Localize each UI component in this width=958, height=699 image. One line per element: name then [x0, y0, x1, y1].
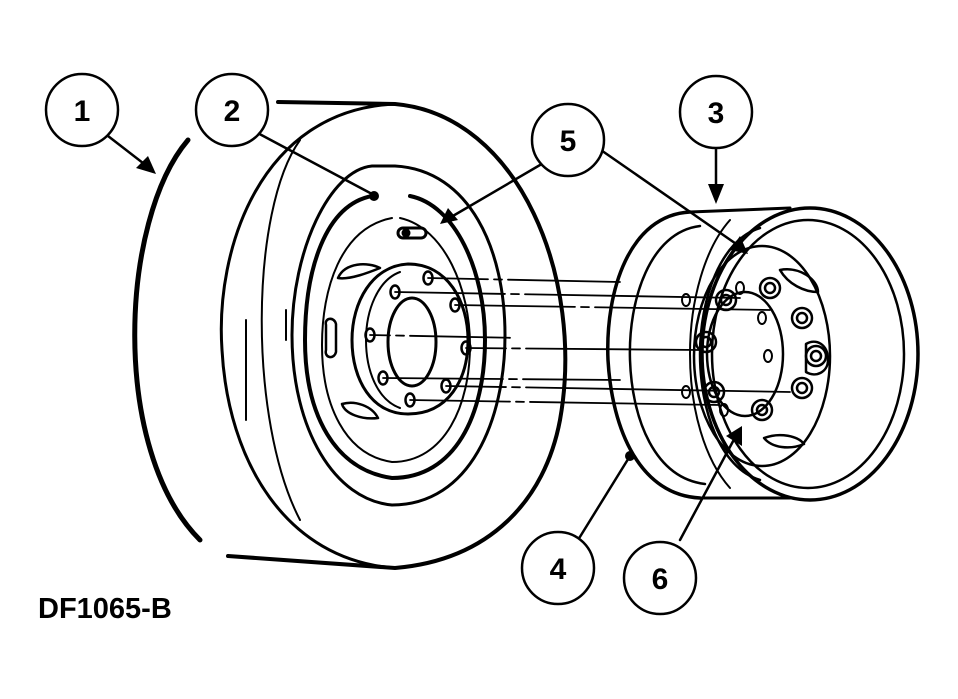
back-rim-outer [606, 210, 702, 500]
callout-label-6: 6 [652, 563, 669, 596]
dot-2 [369, 191, 379, 201]
callout-circle-2 [194, 72, 270, 148]
arrowhead-6 [726, 426, 742, 446]
wheel-slot-1 [778, 268, 820, 294]
callout-circle-1 [44, 72, 120, 148]
callout-lines [106, 128, 744, 542]
hub-center-bore [386, 296, 438, 388]
lug-nuts [694, 276, 828, 422]
callout-arrowheads [136, 156, 748, 461]
figure-id-label: DF1065-B [38, 593, 172, 625]
hand-hole-2 [324, 317, 338, 359]
tire [132, 100, 568, 570]
tire-face-outer [219, 102, 397, 570]
inner-rim [290, 164, 507, 507]
wheel-slot-2 [804, 340, 830, 376]
arrowhead-1 [136, 156, 156, 174]
callout-label-5: 5 [560, 125, 577, 158]
lug-nut [790, 306, 814, 330]
lug-nut [750, 398, 774, 422]
lug-nut [694, 330, 718, 354]
tire-top-edge [226, 100, 568, 570]
lug-nut [714, 288, 738, 312]
lug-nut [790, 376, 814, 400]
hand-hole-1 [336, 263, 382, 280]
alignment-lines [369, 277, 791, 406]
rim-inner-ring [321, 217, 471, 463]
callout-label-4: 4 [550, 553, 567, 586]
valve-stem [396, 226, 428, 240]
callout-label-3: 3 [708, 97, 725, 130]
arrowhead-3 [708, 184, 724, 204]
callout-label-1: 1 [74, 95, 91, 128]
hand-hole-3 [340, 401, 380, 420]
callout-numbers: 1 2 3 5 4 6 [74, 95, 725, 596]
callout-circle-4 [520, 530, 596, 606]
rim-flange-inner [303, 194, 487, 480]
dual-wheel [606, 206, 920, 502]
arrowhead-5b [730, 236, 748, 254]
back-rim-top [688, 206, 792, 214]
hub [350, 262, 472, 416]
back-rim-inner [628, 224, 707, 486]
front-rim-lip [698, 226, 762, 482]
callout-circles [44, 72, 754, 616]
callout-circle-5 [530, 102, 606, 178]
rim-flange-outer [290, 164, 507, 507]
tire-outer-sidewall [132, 137, 203, 543]
front-rim-lip-2 [689, 219, 731, 489]
hub-face [350, 262, 470, 416]
tire-face-inner [260, 139, 301, 521]
callout-circle-6 [622, 540, 698, 616]
arrowhead-5a [440, 208, 458, 224]
stud-holes [681, 281, 773, 417]
wheel-disc [692, 244, 832, 468]
callout-circle-3 [678, 74, 754, 150]
lug-nut [758, 276, 782, 300]
wheel-center-ring [705, 290, 785, 418]
callout-label-2: 2 [224, 95, 241, 128]
lug-nut [702, 380, 726, 404]
front-rim-flange [710, 218, 906, 490]
front-rim-outer [700, 206, 920, 502]
lug-nut [804, 344, 828, 368]
wheel-slot-3 [762, 433, 806, 449]
dot-4 [625, 451, 635, 461]
